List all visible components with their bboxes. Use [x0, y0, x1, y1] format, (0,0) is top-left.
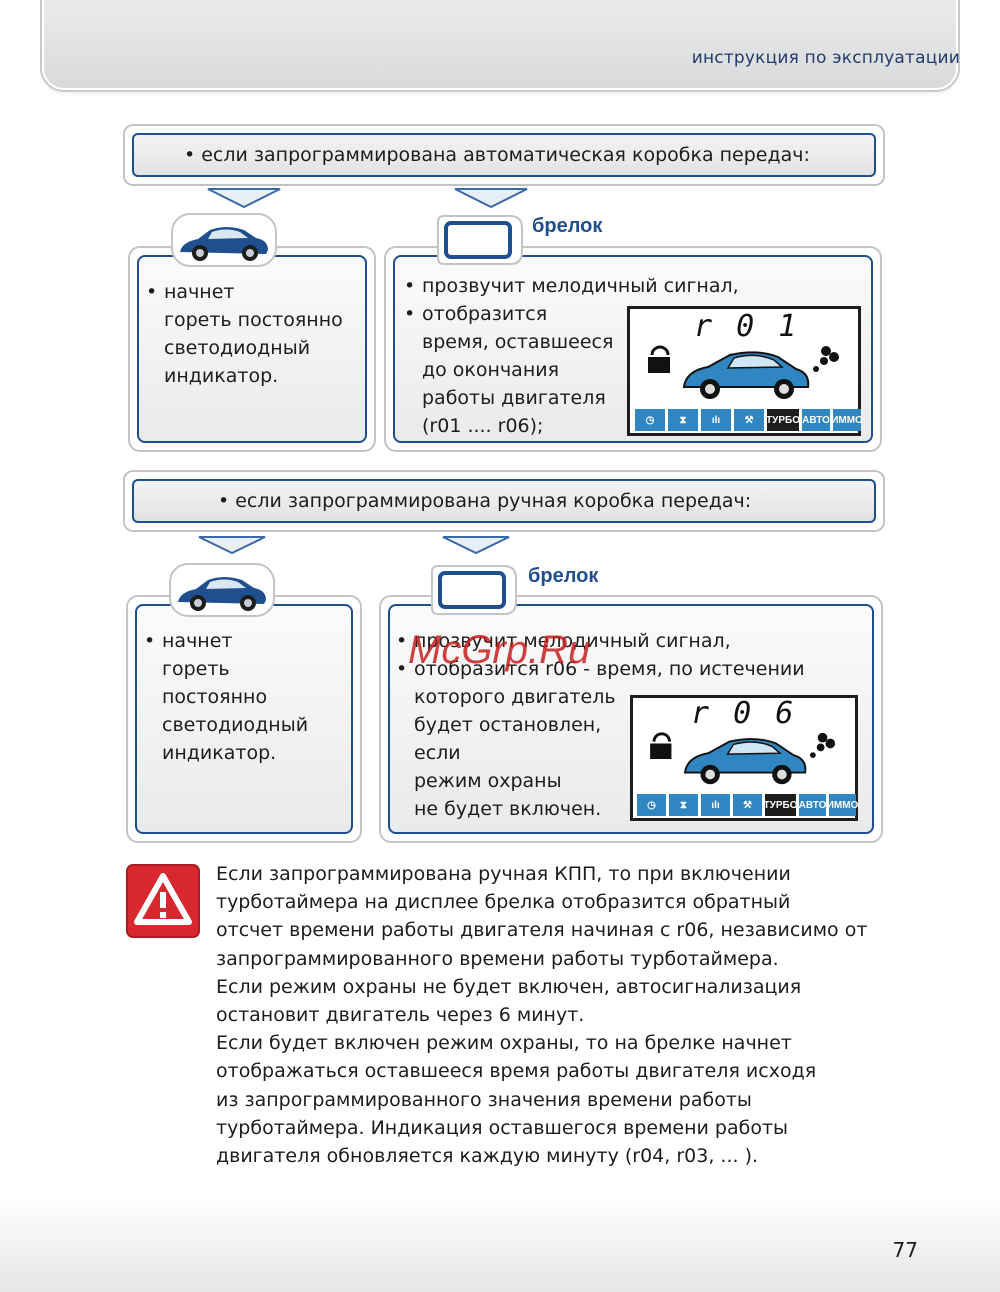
car-panel-line: начнет	[162, 630, 233, 652]
page-footer	[0, 1195, 1000, 1292]
lcd-turbo-label: ТУРБО	[766, 409, 800, 431]
fob-panel-line: которого двигатель	[414, 686, 616, 708]
car-icon	[171, 213, 277, 267]
lcd-code: r 0 1	[694, 309, 800, 344]
thermometer-icon: ılı	[701, 794, 730, 816]
note-line: турботаймера на дисплее брелка отобразит…	[216, 891, 791, 914]
bullet: •	[146, 281, 158, 303]
arrow-down-icon	[454, 188, 528, 209]
car-panel-line: светодиодный	[162, 714, 309, 736]
note-line: двигателя обновляется каждую минуту (r04…	[216, 1145, 759, 1168]
fob-panel-line: прозвучит мелодичный сигнал,	[414, 630, 731, 652]
note-line: запрограммированного времени работы турб…	[216, 947, 779, 970]
page-header	[42, 0, 958, 90]
arrow-down-icon	[207, 188, 281, 209]
lcd-turbo-label: ТУРБО	[764, 794, 797, 816]
note-line: отсчет времени работы двигателя начиная …	[216, 919, 868, 942]
note-line: отображаться оставшееся время работы дви…	[216, 1060, 817, 1083]
bullet: •	[404, 303, 416, 325]
banner-manual: • если запрограммирована ручная коробка …	[125, 472, 883, 530]
lcd-status-row: ◷ ⧗ ılı ⚒ ТУРБО АВТО ИММО	[637, 794, 858, 816]
wrench-icon: ⚒	[734, 409, 764, 431]
bullet: •	[396, 658, 408, 680]
warning-note: Если запрограммирована ручная КПП, то пр…	[216, 860, 867, 1170]
page-number: 77	[892, 1238, 918, 1262]
fob-panel-line: до окончания	[422, 359, 560, 381]
banner-automatic: • если запрограммирована автоматическая …	[125, 126, 883, 184]
lcd-auto-label: АВТО	[802, 409, 830, 431]
note-line: из запрограммированного значения времени…	[216, 1088, 752, 1111]
clock-icon: ◷	[635, 409, 665, 431]
lock-icon	[648, 345, 670, 373]
fob-panel-line: если	[414, 742, 461, 764]
fob-panel-line: (r01 .... r06);	[422, 415, 544, 437]
lcd-code: r 0 6	[691, 696, 797, 731]
fob-label: брелок	[528, 565, 599, 587]
car-panel-line: индикатор.	[162, 742, 277, 764]
exhaust-icon	[809, 732, 836, 759]
fob-panel-line: будет остановлен,	[414, 714, 602, 736]
fob-panel-line: отобразится r06 - время, по истечении	[414, 658, 805, 680]
bullet: •	[404, 275, 416, 297]
hourglass-icon: ⧗	[668, 409, 698, 431]
car-panel-line: гореть постоянно	[164, 309, 343, 331]
car-panel-line: гореть	[162, 658, 230, 680]
arrow-down-icon	[198, 536, 266, 555]
lcd-display: r 0 1 ◷ ⧗ ılı ⚒ ТУРБО АВТО ИММО	[627, 306, 863, 436]
fob-panel-line: время, оставшееся	[422, 331, 614, 353]
note-line: турботаймера. Индикация оставшегося врем…	[216, 1116, 789, 1139]
key-fob-icon	[431, 565, 517, 615]
clock-icon: ◷	[637, 794, 666, 816]
lcd-immo-label: ИММО	[831, 409, 863, 431]
fob-panel-line: отобразится	[422, 303, 548, 325]
note-line: Если режим охраны не будет включен, авто…	[216, 975, 802, 998]
note-line: Если запрограммирована ручная КПП, то пр…	[216, 863, 791, 885]
lcd-status-row: ◷ ⧗ ılı ⚒ ТУРБО АВТО ИММО	[635, 409, 863, 431]
fob-label: брелок	[532, 215, 603, 237]
lock-icon	[650, 732, 672, 759]
key-fob-icon	[437, 215, 523, 265]
banner-automatic-text: • если запрограммирована автоматическая …	[184, 144, 810, 166]
bullet: •	[144, 630, 156, 652]
car-panel-manual	[128, 597, 360, 841]
car-panel-line: индикатор.	[164, 365, 279, 387]
car-icon	[169, 563, 275, 617]
wrench-icon: ⚒	[733, 794, 762, 816]
car-panel-line: начнет	[164, 281, 235, 303]
fob-panel-line: прозвучит мелодичный сигнал,	[422, 275, 739, 297]
watermark: McGrp.Ru	[408, 628, 591, 672]
fob-panel-line: режим охраны	[414, 770, 562, 792]
fob-panel-line: работы двигателя	[422, 387, 606, 409]
car-panel-automatic	[130, 248, 374, 450]
bullet: •	[396, 630, 408, 652]
hourglass-icon: ⧗	[669, 794, 698, 816]
lcd-car-graphic	[648, 345, 839, 399]
lcd-display: r 0 6 ◷ ⧗ ılı ⚒ ТУРБО АВТО ИММО	[630, 695, 858, 821]
fob-panel-line: не будет включен.	[414, 798, 602, 820]
warning-icon	[126, 864, 200, 938]
thermometer-icon: ılı	[701, 409, 731, 431]
car-panel-line: постоянно	[162, 686, 268, 708]
lcd-auto-label: АВТО	[799, 794, 826, 816]
arrow-down-icon	[442, 536, 510, 555]
lcd-immo-label: ИММО	[827, 794, 858, 816]
lcd-car-graphic	[650, 732, 836, 785]
note-line: остановит двигатель через 6 минут.	[216, 1004, 585, 1027]
note-line: Если будет включен режим охраны, то на б…	[216, 1032, 792, 1055]
car-panel-line: светодиодный	[164, 337, 311, 359]
header-title: инструкция по эксплуатации	[691, 48, 960, 68]
exhaust-icon	[813, 346, 839, 372]
banner-manual-text: • если запрограммирована ручная коробка …	[218, 490, 752, 512]
